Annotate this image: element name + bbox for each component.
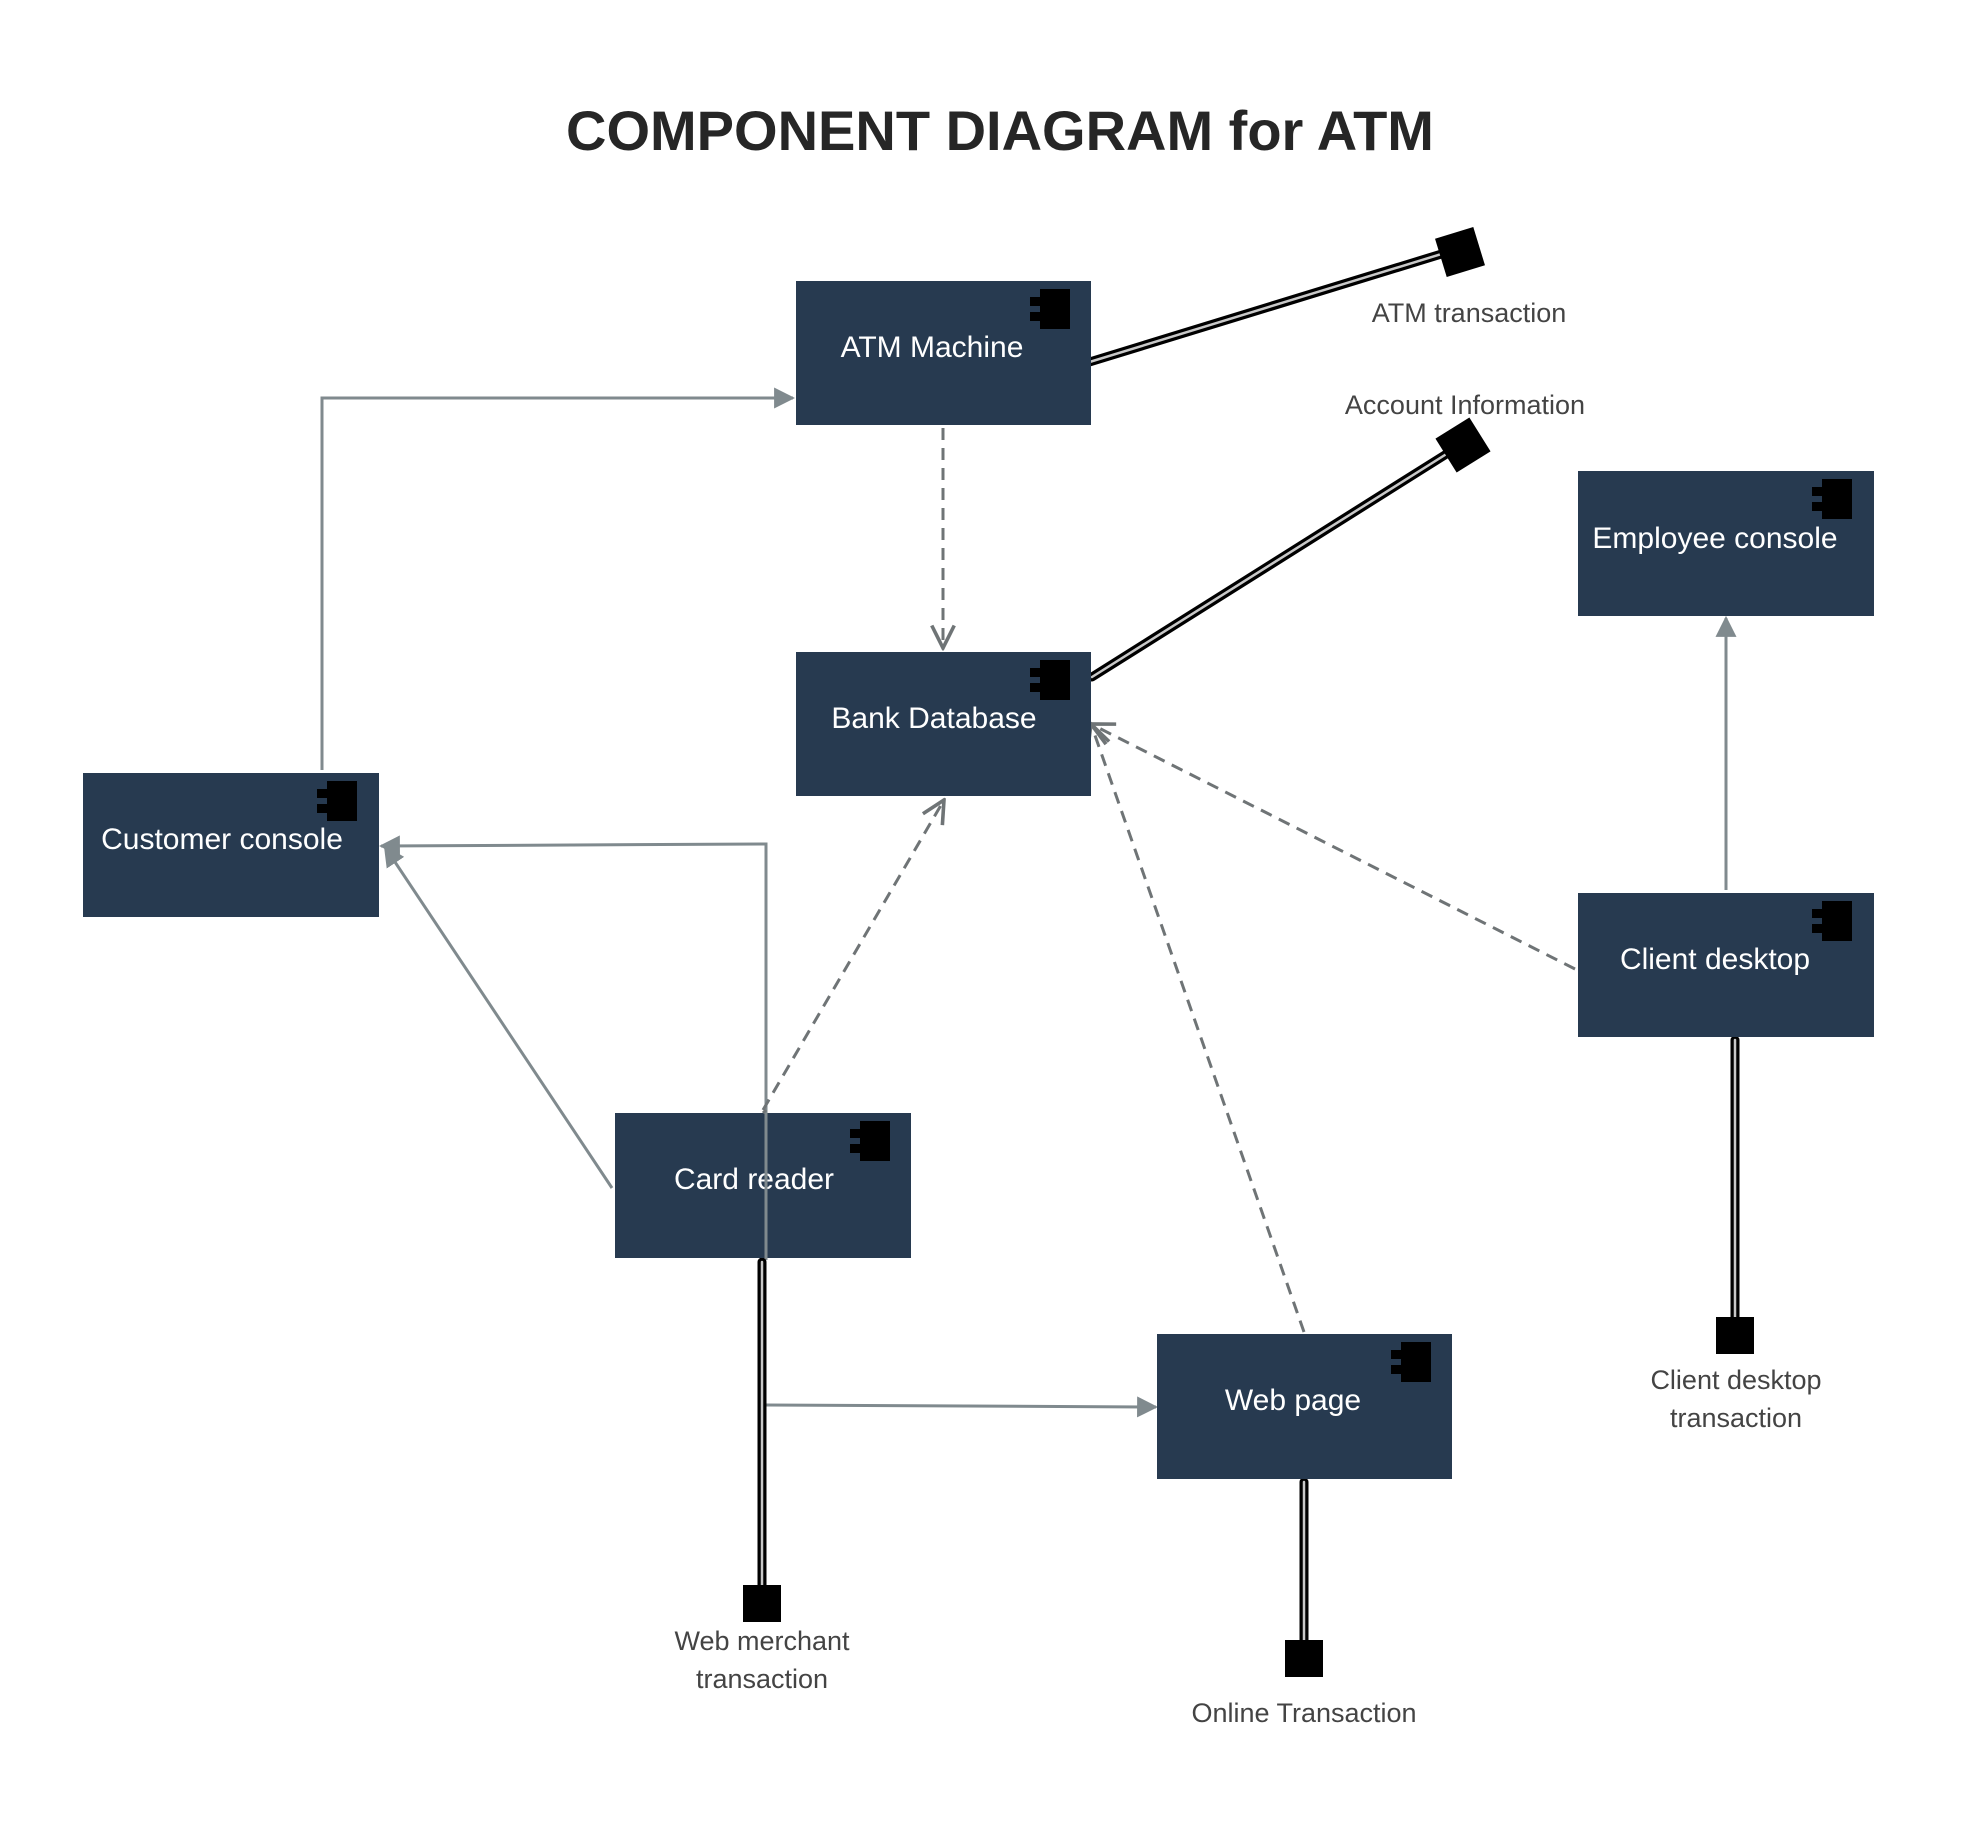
component-label: Customer console	[101, 823, 343, 856]
component-label: ATM Machine	[841, 331, 1024, 364]
interface-account-information	[1087, 417, 1491, 682]
interface-label-atm-transaction: ATM transaction	[1372, 298, 1567, 328]
component-card-reader[interactable]: Card reader	[615, 1113, 911, 1258]
connectors	[320, 387, 1737, 1418]
interface-label-web-merchant-1: Web merchant	[674, 1626, 850, 1656]
interface-web-merchant-transaction	[743, 1257, 781, 1622]
interface-atm-transaction	[1078, 227, 1485, 369]
component-label: Card reader	[674, 1163, 834, 1196]
component-employee-console[interactable]: Employee console	[1578, 471, 1874, 616]
component-web-page[interactable]: Web page	[1157, 1334, 1452, 1479]
component-label: Client desktop	[1620, 943, 1810, 976]
component-atm-machine[interactable]: ATM Machine	[796, 281, 1091, 425]
dependency-clientdesktop-to-bank	[1091, 724, 1576, 971]
dependency-webpage-to-bank	[1091, 724, 1306, 1333]
interface-label-web-merchant-2: transaction	[696, 1664, 828, 1694]
diagram-title: COMPONENT DIAGRAM for ATM	[566, 99, 1434, 162]
connector-cardreader-overlay-dash	[761, 1108, 768, 1115]
dependency-cardreader-to-bank	[761, 800, 944, 1111]
component-label: Web page	[1225, 1384, 1361, 1417]
interfaces	[743, 227, 1754, 1677]
connector-cardreader-to-webpage	[765, 1396, 1159, 1418]
component-label: Bank Database	[831, 702, 1036, 735]
interface-label-client-desktop-2: transaction	[1670, 1403, 1802, 1433]
connector-cardreader-diag-customer	[383, 845, 614, 1189]
connector-customer-to-atm	[320, 387, 796, 770]
interface-label-online-transaction: Online Transaction	[1191, 1698, 1416, 1728]
interface-label-account-information: Account Information	[1345, 390, 1585, 420]
component-label: Employee console	[1592, 522, 1837, 555]
interface-online-transaction	[1285, 1477, 1323, 1677]
component-client-desktop[interactable]: Client desktop	[1578, 893, 1874, 1037]
component-customer-console[interactable]: Customer console	[83, 773, 379, 917]
component-bank-database[interactable]: Bank Database	[796, 652, 1091, 796]
interface-label-client-desktop-1: Client desktop	[1650, 1365, 1821, 1395]
interface-client-desktop-transaction	[1716, 1035, 1754, 1354]
